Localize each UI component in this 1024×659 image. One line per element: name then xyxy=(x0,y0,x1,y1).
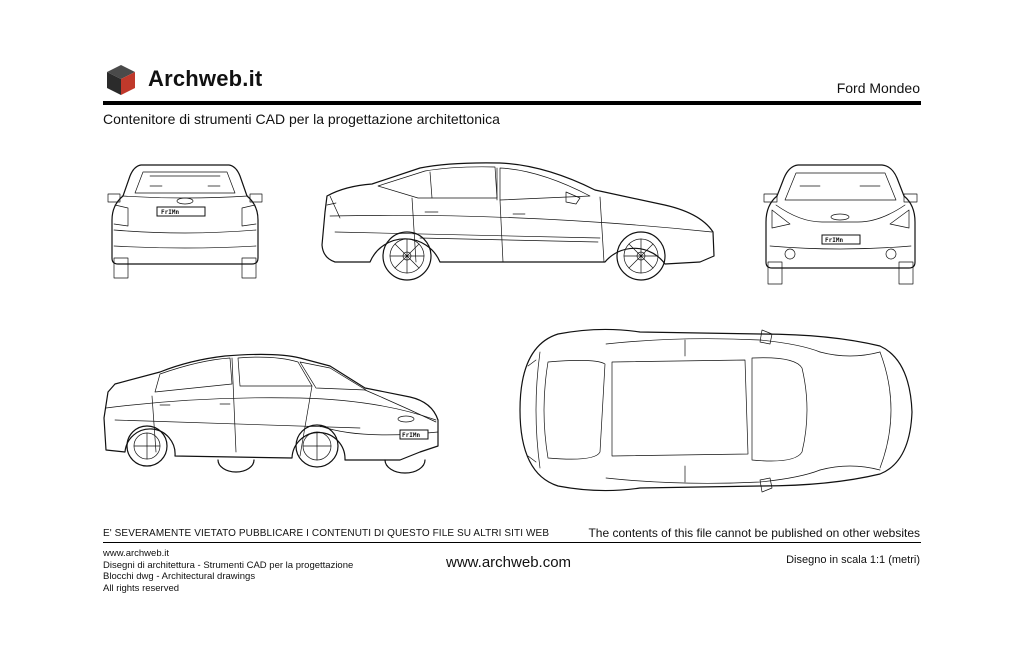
notice-english: The contents of this file cannot be publ… xyxy=(588,526,920,540)
perspective-plate-text: FrIMn xyxy=(402,432,420,439)
footer-line-site[interactable]: www.archweb.it xyxy=(103,548,169,559)
brand-name: Archweb.it xyxy=(148,66,263,91)
archweb-logo-icon xyxy=(107,65,135,95)
footer-line-drawings: Disegni di architettura - Strumenti CAD … xyxy=(103,559,354,571)
perspective-view: FrIMn xyxy=(103,353,439,474)
top-view xyxy=(519,328,913,493)
footer-divider xyxy=(103,542,921,543)
footer-line-blocks: Blocchi dwg - Architectural drawings xyxy=(103,571,256,582)
side-view xyxy=(321,162,715,281)
rear-view: FrIMn xyxy=(107,164,263,279)
footer-website[interactable]: www.archweb.com xyxy=(446,554,572,571)
model-name: Ford Mondeo xyxy=(836,80,920,96)
front-view: FrIMn xyxy=(763,164,918,285)
rear-plate-text: FrIMn xyxy=(161,209,179,216)
subtitle: Contenitore di strumenti CAD per la prog… xyxy=(103,111,500,127)
footer-info: www.archweb.it Disegni di architettura -… xyxy=(103,548,353,594)
header-divider xyxy=(103,101,921,105)
footer-scale: Disegno in scala 1:1 (metri) xyxy=(786,554,920,566)
notice-italian: E' SEVERAMENTE VIETATO PUBBLICARE I CONT… xyxy=(103,528,550,539)
front-plate-text: FrIMn xyxy=(825,237,843,244)
footer-line-rights: All rights reserved xyxy=(103,582,180,594)
